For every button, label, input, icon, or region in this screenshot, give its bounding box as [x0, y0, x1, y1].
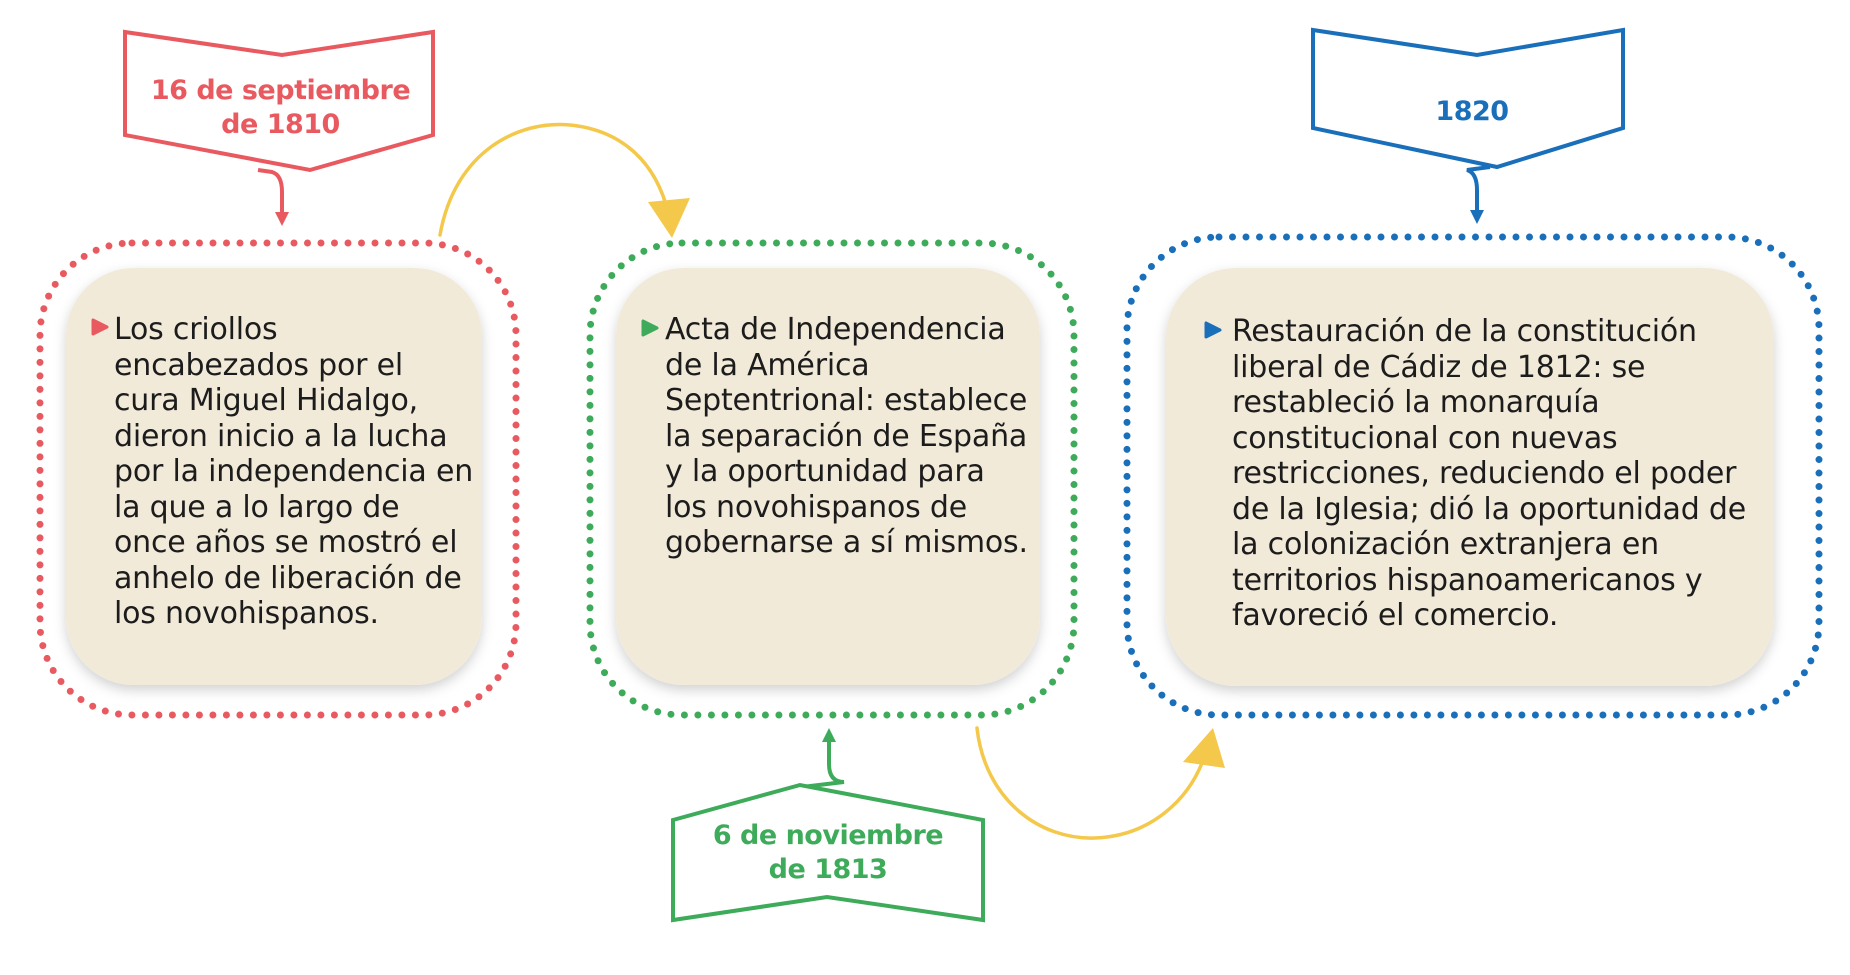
event-3-description: Restauración de la constitución liberal … — [1232, 314, 1747, 633]
connector-arrowhead-blue — [1470, 210, 1484, 224]
event-2-description: Acta de Independencia de la América Sept… — [665, 312, 1028, 560]
content-card-green — [616, 268, 1040, 685]
connector-line-green — [801, 742, 845, 789]
dotted-frame-green — [586, 239, 1078, 719]
event-2-date: 6 de noviembre de 1813 — [712, 820, 944, 885]
dotted-frame-red — [36, 239, 520, 719]
dotted-frame-blue — [1123, 233, 1823, 719]
event-3-date: 1820 — [1435, 96, 1509, 127]
bullet-icon-blue — [1204, 321, 1222, 339]
connector-arrowhead-1 — [648, 198, 690, 238]
bullet-icon-red — [91, 318, 109, 336]
date-banner-green — [671, 782, 985, 923]
connector-arrow-2 — [975, 726, 1207, 840]
connector-arrowhead-red — [275, 212, 289, 226]
event-1-description: Los criollos encabezados por el cura Mig… — [114, 312, 474, 631]
connector-arrowhead-green — [822, 728, 836, 742]
connector-arrow-1 — [438, 122, 670, 237]
date-banner-blue — [1311, 27, 1625, 170]
connector-line-red — [257, 168, 284, 214]
content-card-red — [66, 268, 482, 685]
bullet-icon-green — [641, 319, 659, 337]
connector-arrowhead-2 — [1183, 728, 1225, 768]
connector-line-blue — [1466, 165, 1491, 212]
content-card-blue — [1166, 268, 1774, 686]
date-banner-red — [123, 29, 435, 173]
event-1-date: 16 de septiembre de 1810 — [150, 75, 411, 140]
